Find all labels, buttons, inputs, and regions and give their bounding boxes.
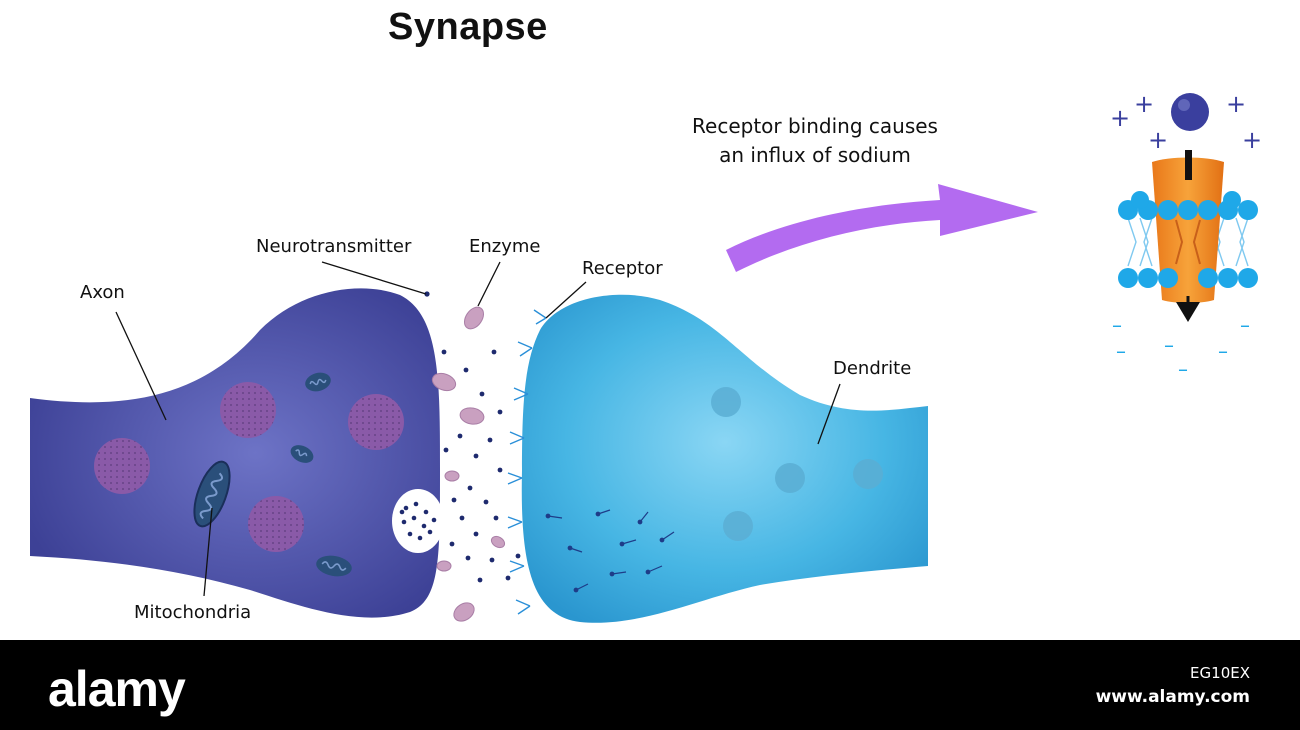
positive-ion-sign: + [1134,90,1154,118]
caption-line-2: an influx of sodium [719,143,911,167]
sodium-ion [1171,93,1209,131]
site-url: www.alamy.com [1095,687,1250,707]
ion-channel-inset [1118,93,1258,322]
negative-ion-sign: – [1240,313,1250,337]
label-receptor: Receptor [582,258,663,279]
caption-line-1: Receptor binding causes [692,114,938,138]
axon-shape [30,288,440,618]
leader-lines [115,261,841,597]
negative-ion-sign: – [1112,313,1122,337]
negative-ion-sign: – [1164,333,1174,357]
receptors [507,309,547,615]
positive-ion-sign: + [1110,104,1130,132]
label-dendrite: Dendrite [833,358,912,379]
diagram-title: Synapse [388,6,548,48]
dendrite-vesicles [711,387,883,541]
image-id: EG10EX [1190,664,1250,682]
down-arrow [1176,302,1200,322]
internal-receptor-ticks [545,509,675,593]
label-mitochondria: Mitochondria [134,602,252,623]
influx-caption: Receptor binding causes an influx of sod… [660,112,970,170]
positive-ion-sign: + [1148,126,1168,154]
axon-vesicles [94,382,404,552]
neurotransmitter-molecules [424,291,521,583]
negative-ion-sign: – [1218,339,1228,363]
ion-signs: + + + + + [1110,90,1262,154]
positive-ion-sign: + [1242,126,1262,154]
negative-ion-sign: – [1116,339,1126,363]
mitochondria-organelles [193,372,352,577]
brand-logo: alamy [48,661,186,717]
negative-signs: – – – – – – [1112,313,1250,381]
negative-ion-sign: – [1178,357,1188,381]
influx-arrow [726,184,1038,272]
label-neurotransmitter: Neurotransmitter [256,236,412,257]
releasing-vesicle [392,489,444,553]
dendrite-shape [521,294,928,623]
enzymes [431,306,506,622]
watermark-bar: alamy EG10EX www.alamy.com [0,640,1300,730]
label-enzyme: Enzyme [469,236,541,257]
positive-ion-sign: + [1226,90,1246,118]
label-axon: Axon [80,282,125,303]
